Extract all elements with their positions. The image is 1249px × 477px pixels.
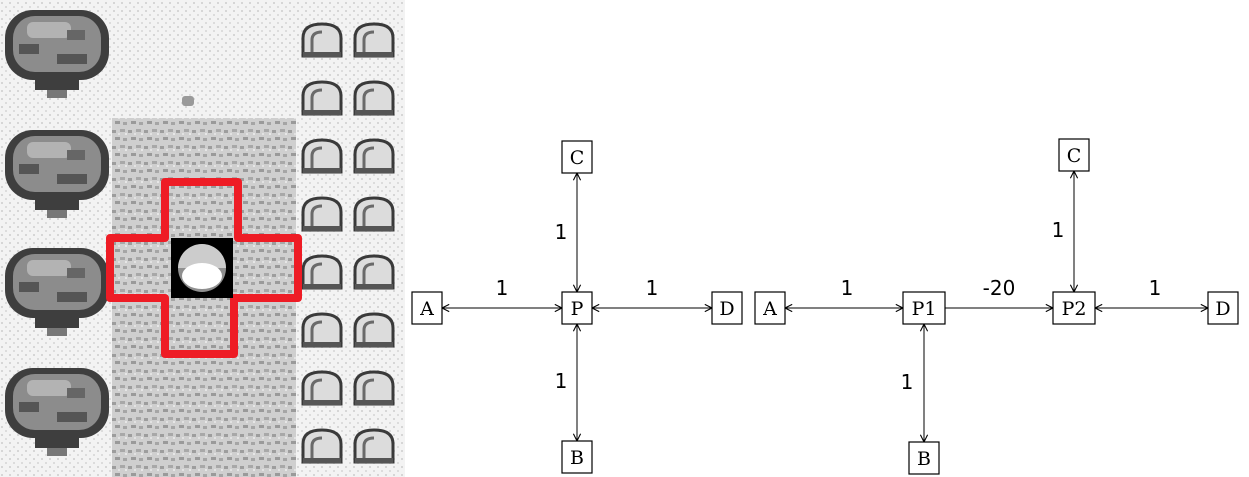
node-c: C (1058, 138, 1090, 172)
node-label: C (1067, 145, 1082, 167)
edge-weight-label: 1 (841, 276, 854, 300)
node-a: A (754, 291, 786, 325)
node-label: A (762, 298, 777, 320)
node-box (908, 441, 940, 475)
node-a: A (411, 291, 443, 325)
node-b: B (908, 441, 940, 475)
node-box (561, 291, 593, 325)
edge-weight-label: 1 (555, 220, 568, 244)
edge-weight-label: 1 (1052, 218, 1065, 242)
node-box (1052, 291, 1096, 325)
node-label: D (1215, 298, 1230, 320)
node-d: D (711, 291, 743, 325)
node-box (561, 140, 593, 174)
node-label: B (917, 448, 931, 470)
node-box (1058, 138, 1090, 172)
edge-weight-label: 1 (555, 369, 568, 393)
node-label: A (419, 298, 434, 320)
edge-weight-label: 1 (496, 276, 509, 300)
node-c: C (561, 140, 593, 174)
edge-weight-label: 1 (646, 276, 659, 300)
node-label: C (570, 147, 585, 169)
node-b: B (561, 440, 593, 474)
ball-icon (171, 238, 233, 298)
node-label: P1 (912, 298, 937, 320)
node-box (711, 291, 743, 325)
pebble-icon (182, 96, 194, 106)
node-d: D (1207, 291, 1239, 325)
edge-weight-label: -20 (983, 276, 1016, 300)
node-label: D (719, 298, 734, 320)
game-map-sprite (0, 0, 405, 477)
node-p1: P1 (902, 291, 946, 325)
node-box (902, 291, 946, 325)
node-box (1207, 291, 1239, 325)
node-label: P (571, 298, 584, 320)
highlight-cross (106, 178, 302, 358)
node-label: P2 (1062, 298, 1087, 320)
edge-weight-label: 1 (1149, 276, 1162, 300)
node-box (754, 291, 786, 325)
node-p: P (561, 291, 593, 325)
node-box (561, 440, 593, 474)
node-p2: P2 (1052, 291, 1096, 325)
edge-weight-label: 1 (901, 370, 914, 394)
node-box (411, 291, 443, 325)
node-label: B (570, 447, 584, 469)
